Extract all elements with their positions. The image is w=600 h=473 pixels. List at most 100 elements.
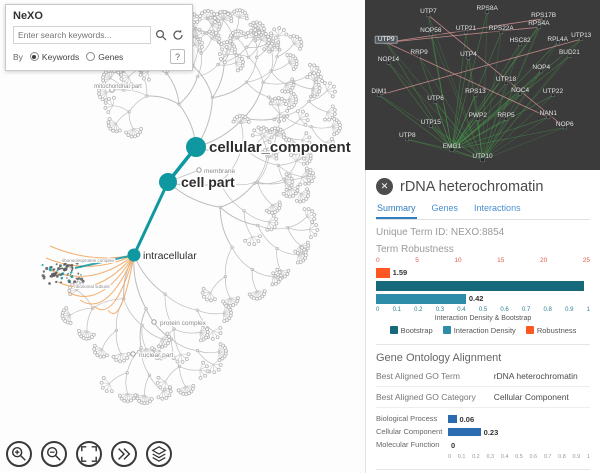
layers-button[interactable] xyxy=(146,441,172,467)
tab-summary[interactable]: Summary xyxy=(376,203,417,219)
network-edges xyxy=(377,10,583,163)
network-node-utp7[interactable]: UTP7 xyxy=(419,8,438,16)
radio-icon[interactable] xyxy=(29,52,39,61)
term-id-value: NEXO:8854 xyxy=(450,227,505,238)
legend-interaction-density: Interaction Density xyxy=(442,326,516,335)
network-node-utp10[interactable]: UTP10 xyxy=(471,152,494,161)
bar-bootstrap xyxy=(376,280,590,291)
app-title: NeXO xyxy=(13,10,43,22)
by-label: By xyxy=(13,51,23,62)
biological-process-title: Biological Process xyxy=(376,468,590,473)
robustness-axis-caption: Interaction Density & Bootstrap xyxy=(434,314,532,322)
zoom-in-icon xyxy=(11,446,26,461)
network-node-utp15[interactable]: UTP15 xyxy=(419,118,442,127)
tree-node-label[interactable]: intracellular xyxy=(142,249,199,264)
network-node-utp13[interactable]: UTP13 xyxy=(570,31,593,40)
network-node-rps8a[interactable]: RPS8A xyxy=(475,4,499,13)
network-node-labels: UTP7 RPS8A RPS17B UTP9 NOP56 UTP21 RPS22A RPS4A… xyxy=(365,0,600,170)
bar-interaction-density: 0.42 xyxy=(376,293,590,304)
network-node-utp21[interactable]: UTP21 xyxy=(454,25,478,33)
network-node-noc4[interactable]: NOC4 xyxy=(510,86,531,94)
network-node-utp22[interactable]: UTP22 xyxy=(541,87,565,96)
search-input[interactable] xyxy=(13,26,151,44)
tree-minor-label: ribosomal subunit xyxy=(74,284,110,289)
network-node-nop14[interactable]: NOP14 xyxy=(376,55,401,64)
legend-bootstrap: Bootstrap xyxy=(389,326,433,335)
network-node-utp8[interactable]: UTP8 xyxy=(397,132,417,140)
zoom-out-button[interactable] xyxy=(41,441,67,467)
network-node-bud21[interactable]: BUD21 xyxy=(557,48,581,57)
network-node-pwp2[interactable]: PWP2 xyxy=(467,111,489,120)
radio-option-genes[interactable]: Genes xyxy=(86,52,123,62)
details-tabs: Summary Genes Interactions xyxy=(376,203,590,220)
robustness-title: Term Robustness xyxy=(376,244,454,255)
network-node-nan1[interactable]: NAN1 xyxy=(538,110,558,118)
radio-option-keywords[interactable]: Keywords xyxy=(29,51,80,62)
close-icon: ✕ xyxy=(380,181,389,191)
details-header: ✕ rDNA heterochromatin xyxy=(376,178,590,195)
network-node-rps17b[interactable]: RPS17B xyxy=(530,11,558,19)
radio-icon[interactable] xyxy=(86,52,96,61)
tree-minor-label: protein complex xyxy=(160,320,207,327)
network-node-utp6[interactable]: UTP6 xyxy=(426,94,445,103)
search-card: NeXO By Keywords Genes? xyxy=(5,4,193,71)
layers-icon xyxy=(151,446,167,462)
zoom-in-button[interactable] xyxy=(6,441,32,467)
fit-to-screen-button[interactable] xyxy=(76,441,102,467)
network-node-utp9[interactable]: UTP9 xyxy=(374,35,398,44)
fit-icon xyxy=(81,446,97,462)
network-node-utp4[interactable]: UTP4 xyxy=(459,50,478,59)
tree-minor-label: membrane xyxy=(204,168,235,175)
term-details-panel: ✕ rDNA heterochromatin Summary Genes Int… xyxy=(365,170,600,473)
tree-node-label[interactable]: cellular_component xyxy=(208,138,353,158)
network-node-nop56[interactable]: NOP56 xyxy=(419,26,443,35)
refresh-icon[interactable] xyxy=(171,28,185,42)
network-node-dim1[interactable]: DIM1 xyxy=(370,87,388,96)
tab-genes[interactable]: Genes xyxy=(431,203,459,213)
network-node-utp18[interactable]: UTP18 xyxy=(494,76,518,84)
radio-label: Genes xyxy=(98,51,124,62)
tab-interactions[interactable]: Interactions xyxy=(474,203,521,213)
network-node-rpl4a[interactable]: RPL4A xyxy=(546,35,569,43)
network-node-rps22a[interactable]: RPS22A xyxy=(487,25,515,33)
network-node-rrp9[interactable]: RRP9 xyxy=(409,48,429,57)
network-node-hsc82[interactable]: HSC82 xyxy=(508,36,532,45)
collapse-icon xyxy=(118,448,131,460)
tree-minor-label: nuclear part xyxy=(139,352,174,359)
help-icon[interactable]: ? xyxy=(170,49,185,64)
network-node-rps4a[interactable]: RPS4A xyxy=(527,19,551,28)
tree-node[interactable] xyxy=(127,248,141,262)
tree-node[interactable] xyxy=(186,137,206,157)
bar-robustness: 1.59 xyxy=(376,267,590,278)
gene-network-panel[interactable]: UTP7 RPS8A RPS17B UTP9 NOP56 UTP21 RPS22A RPS4A… xyxy=(365,0,600,170)
robustness-bars: 1.59 0.42 xyxy=(376,267,590,304)
radio-label: Keywords xyxy=(41,51,80,62)
tree-minor-label: ribonucleoprotein complex xyxy=(62,258,115,263)
tree-node[interactable] xyxy=(159,173,177,191)
tree-node-label[interactable]: cell part xyxy=(180,173,237,192)
search-mode-row: By Keywords Genes? xyxy=(13,49,185,64)
collapse-button[interactable] xyxy=(111,441,137,467)
close-button[interactable]: ✕ xyxy=(376,178,393,195)
network-node-rrp5[interactable]: RRP5 xyxy=(496,111,516,120)
network-node-emg1[interactable]: EMG1 xyxy=(441,142,463,150)
network-node-rps13[interactable]: RPS13 xyxy=(464,87,487,96)
network-node-nop6[interactable]: NOP6 xyxy=(554,120,575,128)
map-controls xyxy=(6,441,172,467)
search-icon[interactable] xyxy=(154,28,168,42)
network-node-nop4[interactable]: NOP4 xyxy=(531,64,552,72)
term-title: rDNA heterochromatin xyxy=(400,178,544,195)
unique-term-id: Unique Term ID: NEXO:8854 xyxy=(376,227,505,238)
go-alignment-title: Gene Ontology Alignment xyxy=(376,343,590,364)
